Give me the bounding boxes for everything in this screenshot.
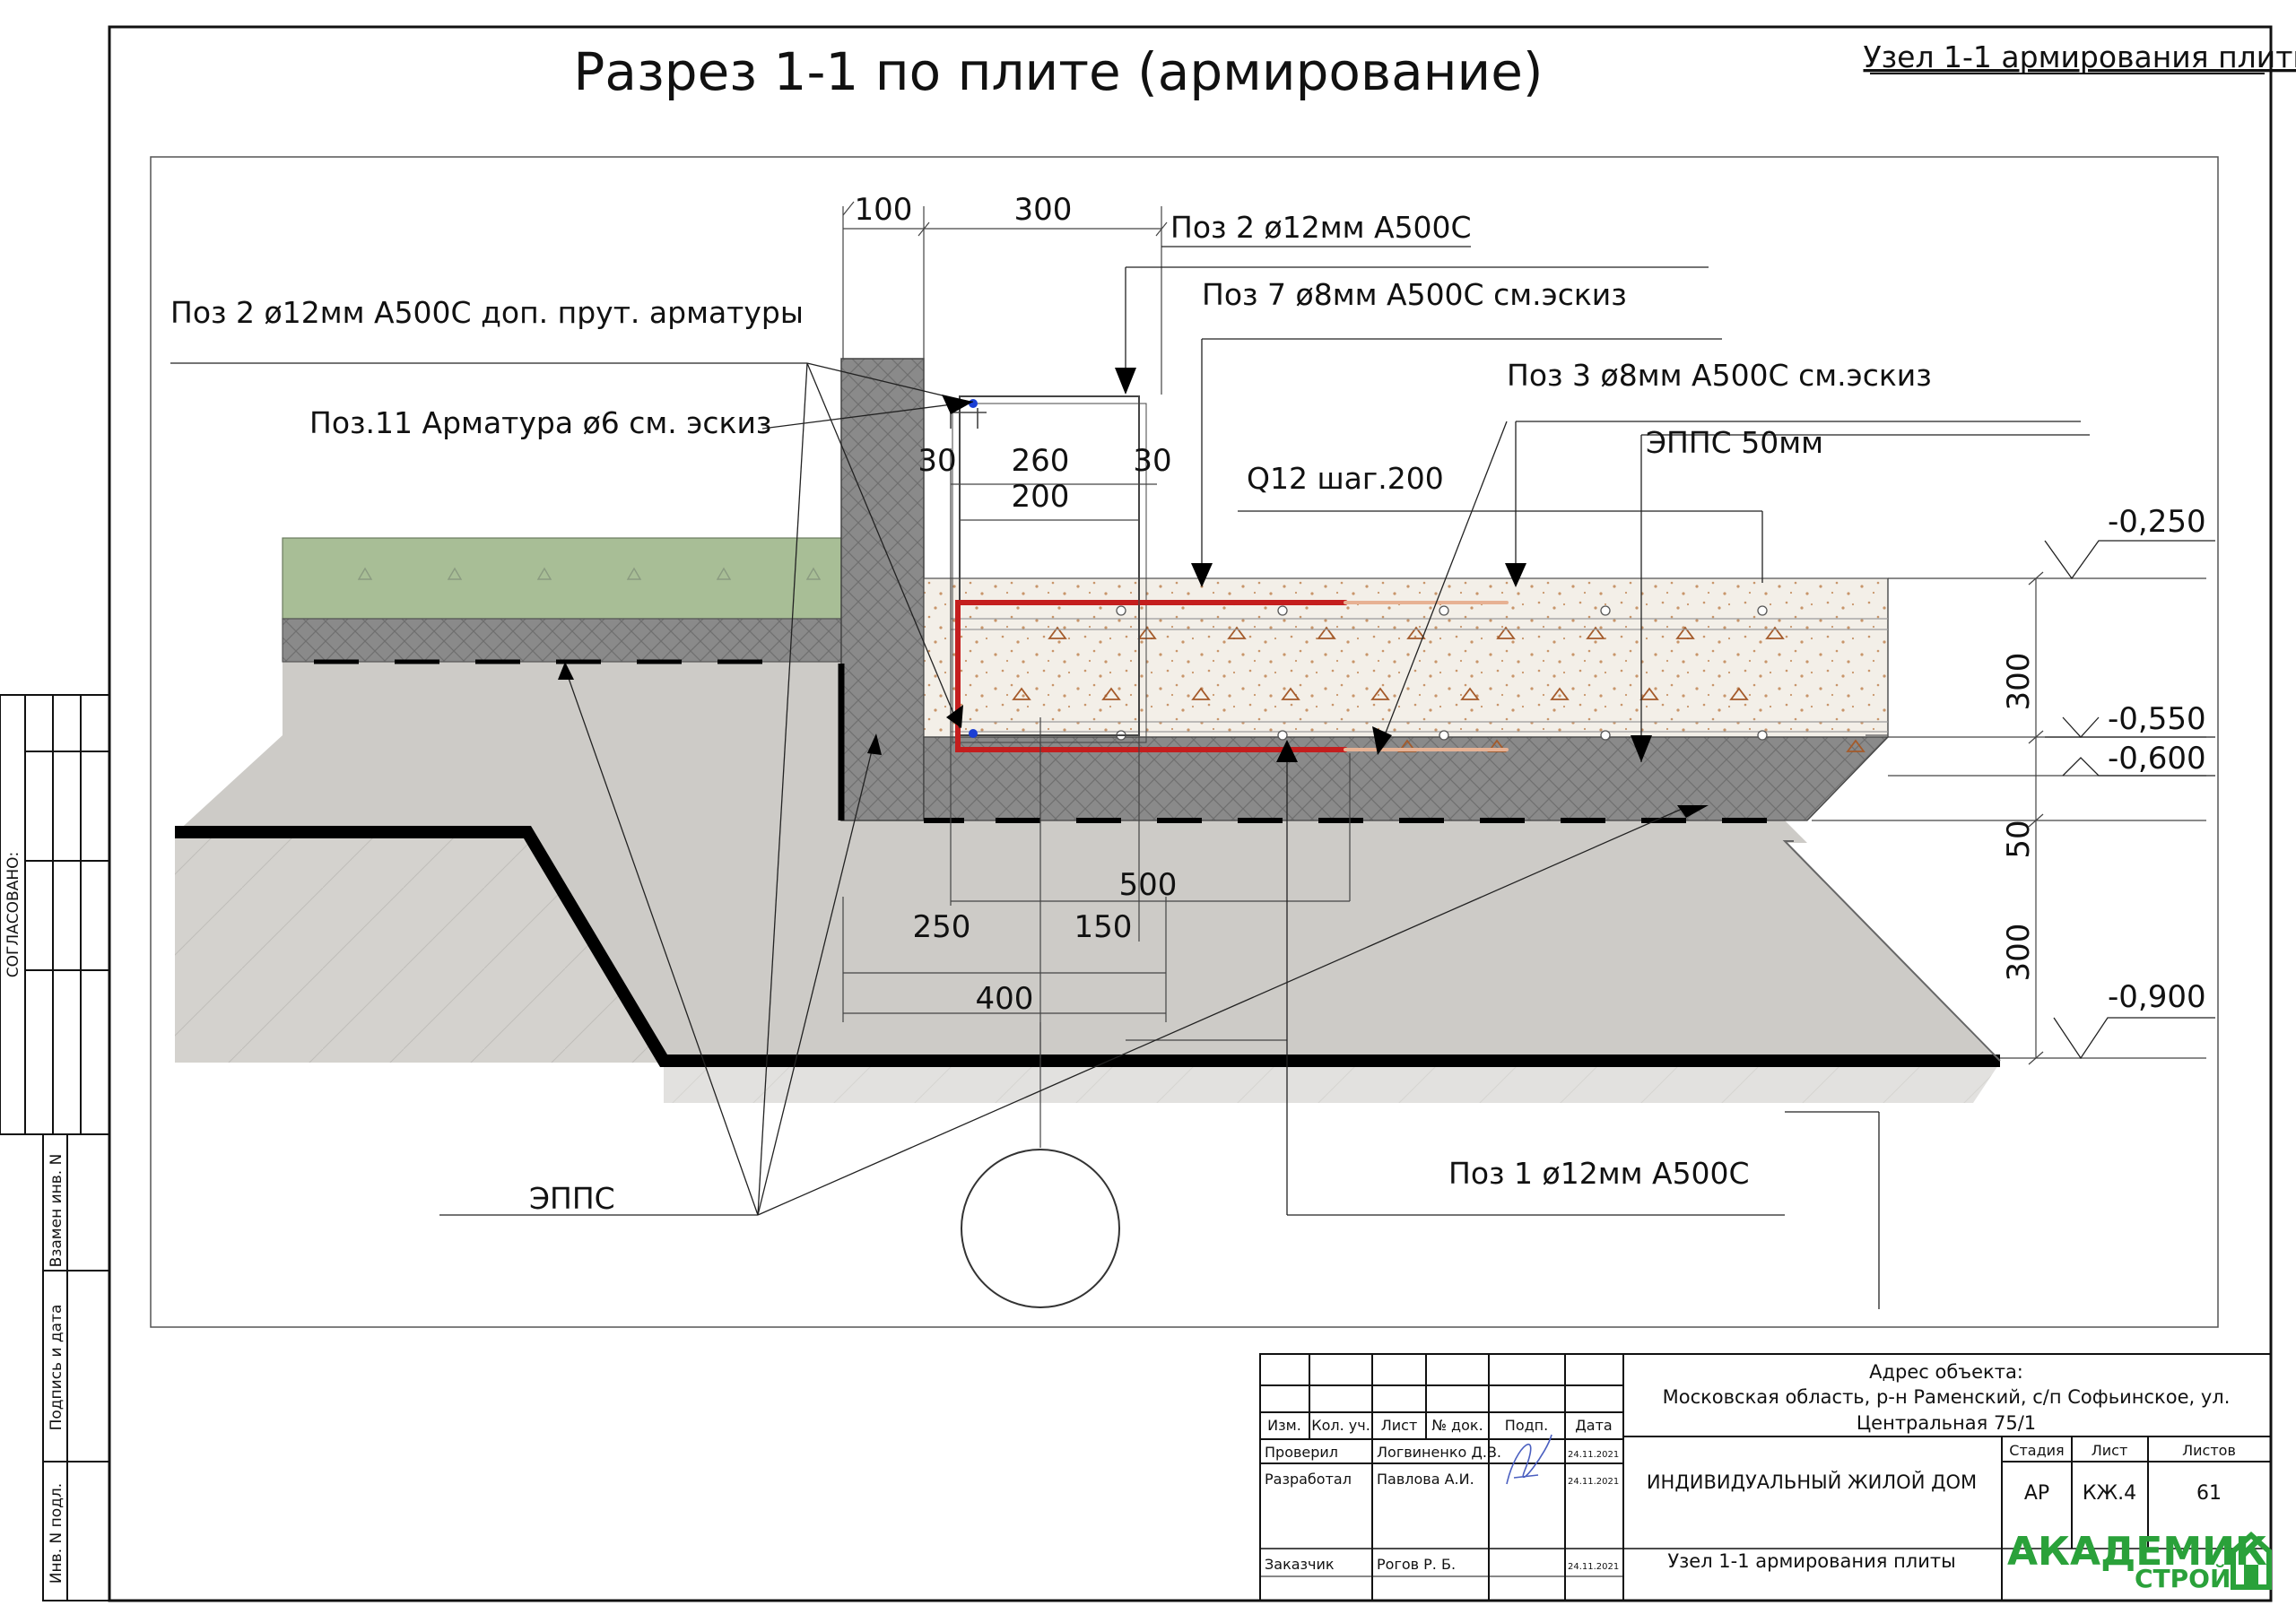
tb-name-customer: Рогов Р. Б. xyxy=(1377,1556,1456,1573)
tb-stage: АР xyxy=(2024,1482,2049,1505)
dim-100: 100 xyxy=(855,192,913,228)
signature-mark xyxy=(1506,1434,1552,1485)
pipe-circle xyxy=(961,1149,1120,1308)
rebar-point-top xyxy=(969,399,978,408)
tb-header-list: Лист xyxy=(1381,1417,1418,1434)
dimension-lines xyxy=(842,201,2206,1148)
callout-epps: ЭППС xyxy=(529,1181,615,1216)
tb-header-sign: Подп. xyxy=(1505,1417,1548,1434)
mesh-bars xyxy=(1116,605,1768,741)
tb-date-developer: 24.11.2021 xyxy=(1568,1477,1619,1487)
drawing-area-frame xyxy=(150,156,2219,1328)
tb-role-developer: Разработал xyxy=(1265,1471,1352,1488)
logo-door-icon xyxy=(2244,1565,2258,1587)
dim-300-top: 300 xyxy=(1014,192,1073,228)
title-block-grid xyxy=(1259,1353,2272,1601)
lawn-layer xyxy=(282,537,842,620)
node-label: Узел 1-1 армирования плиты xyxy=(1863,39,2296,74)
tb-name-checked: Логвиненко Д.В. xyxy=(1377,1444,1501,1461)
tb-sheets: 61 xyxy=(2196,1482,2222,1505)
level-0-250: -0,250 xyxy=(2108,504,2206,540)
tb-header-doc: № док. xyxy=(1431,1417,1483,1434)
dim-v-50: 50 xyxy=(2001,820,2037,858)
dim-500: 500 xyxy=(1119,867,1178,903)
tb-project: ИНДИВИДУАЛЬНЫЙ ЖИЛОЙ ДОМ xyxy=(1647,1471,1977,1493)
tb-role-customer: Заказчик xyxy=(1265,1556,1335,1573)
level-0-900: -0,900 xyxy=(2108,979,2206,1015)
logo-sub-text: СТРОЙ xyxy=(2135,1563,2231,1593)
callout-pos7: Поз 7 ø8мм А500С см.эскиз xyxy=(1202,277,1627,312)
main-rebar xyxy=(955,600,1509,752)
tb-header-kol: Кол. уч. xyxy=(1311,1417,1370,1434)
level-0-600: -0,600 xyxy=(2108,741,2206,777)
logo-house-icon xyxy=(2231,1531,2272,1590)
epps-vertical-wall xyxy=(840,358,925,821)
akademik-logo: АКАДЕМИК СТРОЙ xyxy=(2007,1529,2272,1593)
mesh-lines xyxy=(951,618,1888,733)
tb-date-customer: 24.11.2021 xyxy=(1568,1562,1619,1572)
stamp-inv-no: Инв. N подл. xyxy=(48,1483,65,1584)
level-0-550: -0,550 xyxy=(2108,701,2206,737)
logo-main-text: АКАДЕМИК xyxy=(2007,1529,2267,1575)
drawing-title: Разрез 1-1 по плите (армирование) xyxy=(573,41,1543,102)
callout-pos2-top: Поз 2 ø12мм А500С xyxy=(1170,210,1472,245)
tb-sheet-name: Узел 1-1 армирования плиты xyxy=(1667,1550,1955,1572)
tb-address-label: Адрес объекта: xyxy=(1869,1361,2023,1383)
dim-30-left: 30 xyxy=(918,443,956,479)
stamp-agreed: СОГЛАСОВАНО: xyxy=(4,852,22,977)
dim-150: 150 xyxy=(1074,909,1133,945)
callout-pos2-extra: Поз 2 ø12мм А500С доп. прут. арматуры xyxy=(170,295,804,330)
ground-mass xyxy=(175,662,2001,1103)
dim-30-right: 30 xyxy=(1133,443,1171,479)
aggregate-markers xyxy=(1012,626,1866,752)
side-stamp xyxy=(0,694,110,1601)
callout-q12: Q12 шаг.200 xyxy=(1247,461,1444,496)
callout-pos3: Поз 3 ø8мм А500С см.эскиз xyxy=(1507,358,1932,393)
tb-role-checked: Проверил xyxy=(1265,1444,1338,1461)
tb-sheets-label: Листов xyxy=(2182,1442,2236,1459)
dim-260: 260 xyxy=(1012,443,1070,479)
dim-400: 400 xyxy=(976,981,1034,1017)
lawn-markers xyxy=(357,567,822,580)
tb-sheet: КЖ.4 xyxy=(2083,1482,2136,1505)
dim-200: 200 xyxy=(1012,479,1070,515)
stamp-sign-date: Подпись и дата xyxy=(48,1305,65,1431)
tb-sheet-label: Лист xyxy=(2092,1442,2128,1459)
level-marks xyxy=(2044,540,2215,1060)
tb-header-date: Дата xyxy=(1575,1417,1612,1434)
rebar-point-bottom xyxy=(969,729,978,738)
callout-epps50: ЭППС 50мм xyxy=(1646,425,1823,460)
dim-v-300-top: 300 xyxy=(2001,653,2037,711)
tb-date-checked: 24.11.2021 xyxy=(1568,1450,1619,1460)
tb-stage-label: Стадия xyxy=(2009,1442,2064,1459)
tb-address-line2: Центральная 75/1 xyxy=(1857,1412,2036,1434)
dim-v-300-bottom: 300 xyxy=(2001,924,2037,982)
tb-address-line1: Московская область, р-н Раменский, с/п С… xyxy=(1663,1386,2231,1408)
leader-lines xyxy=(170,246,2090,1309)
callout-pos11: Поз.11 Арматура ø6 см. эскиз xyxy=(309,405,771,440)
dim-250: 250 xyxy=(913,909,971,945)
tb-header-izm: Изм. xyxy=(1267,1417,1301,1434)
arrowheads xyxy=(558,368,1709,818)
epps-under-slab xyxy=(923,736,1890,821)
tb-name-developer: Павлова А.И. xyxy=(1377,1471,1474,1488)
insulation-under-lawn xyxy=(282,618,842,663)
callout-pos1: Поз 1 ø12мм А500С xyxy=(1448,1156,1750,1191)
stamp-replace-inv: Взамен инв. N xyxy=(48,1154,65,1268)
